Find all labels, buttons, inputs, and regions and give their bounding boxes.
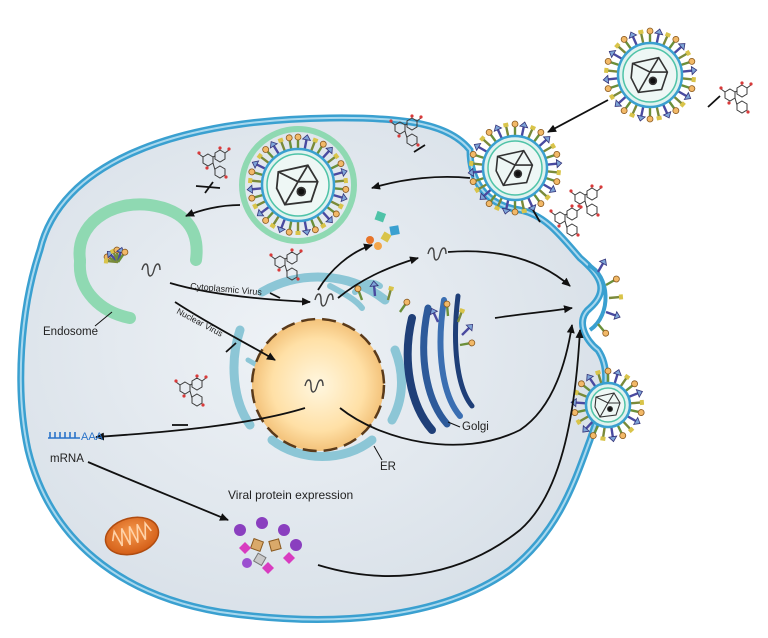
- label-mrna: mRNA: [50, 453, 84, 465]
- virus-spike: [501, 121, 512, 139]
- viral-protein-icon: [234, 517, 302, 574]
- virus-spike: [602, 66, 620, 76]
- golgi-apparatus: [403, 293, 475, 434]
- inhibition-bar-icon: [172, 95, 721, 426]
- virus-spike: [680, 74, 698, 84]
- virus-spike: [680, 64, 699, 77]
- label-endosome: Endosome: [43, 326, 98, 338]
- label-mrna-tail: AAA: [81, 431, 104, 443]
- virus-spike: [545, 167, 563, 177]
- virus-particle-outside: [601, 26, 699, 124]
- virus-particle-in-endosome: [239, 126, 357, 244]
- label-er: ER: [380, 461, 396, 473]
- budding-membrane-spikes: [586, 255, 625, 339]
- arrows: [87, 99, 609, 577]
- mrna-strand-icon: [48, 432, 80, 439]
- mitochondrion-icon: [104, 516, 160, 556]
- virus-spike: [627, 405, 646, 418]
- virus-spike: [606, 424, 619, 444]
- endosome: [73, 198, 203, 324]
- virus-spike: [645, 105, 655, 124]
- virus-spike: [636, 28, 647, 46]
- label-golgi: Golgi: [462, 421, 489, 433]
- virus-spike: [653, 104, 664, 122]
- virus-spike: [601, 73, 620, 86]
- nucleus: [250, 317, 386, 453]
- virus-spike: [510, 119, 520, 138]
- virus-particle-binding: [466, 119, 564, 217]
- viral-rna-icon: [141, 247, 447, 393]
- label-viral-protein-expression: Viral protein expression: [228, 488, 353, 502]
- virus-spike: [628, 398, 646, 408]
- virus-particle-budding: [569, 366, 646, 444]
- virus-spike: [645, 26, 655, 45]
- virus-spike: [598, 425, 609, 443]
- virus-spike: [545, 157, 564, 170]
- released-proteins-icon: [366, 210, 400, 250]
- endoplasmic-reticulum: [229, 272, 406, 461]
